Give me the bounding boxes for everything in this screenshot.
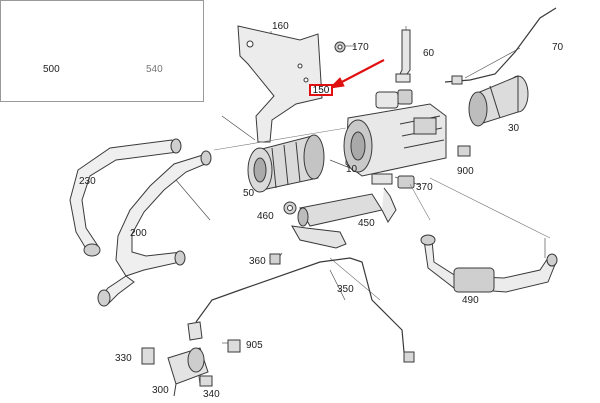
callout-370[interactable]: 370	[416, 182, 433, 193]
highlight-callout-150[interactable]: 150	[309, 84, 333, 96]
callout-60[interactable]: 60	[423, 48, 435, 59]
part-360-clip	[269, 253, 281, 265]
part-230-hose	[69, 138, 182, 257]
callout-330[interactable]: 330	[115, 353, 132, 364]
callout-900[interactable]: 900	[457, 166, 474, 177]
part-200-hose	[97, 150, 212, 307]
callout-70[interactable]: 70	[552, 42, 564, 53]
part-70-connector	[451, 75, 463, 85]
callout-50[interactable]: 50	[243, 188, 255, 199]
callout-450[interactable]: 450	[358, 218, 375, 229]
callout-30[interactable]: 30	[508, 123, 520, 134]
highlight-arrow	[328, 59, 385, 89]
part-170-bolt	[334, 41, 346, 53]
part-350-fuel-line	[195, 257, 411, 361]
inset-label-540: 540	[146, 64, 163, 75]
part-490-hose	[420, 234, 558, 293]
inset-label-500: 500	[43, 64, 60, 75]
part-60-pipe	[395, 29, 411, 83]
callout-340[interactable]: 340	[203, 389, 220, 400]
part-160-bracket	[237, 25, 323, 143]
parts-inset	[0, 0, 204, 102]
callout-160[interactable]: 160	[272, 21, 289, 32]
part-70-wire	[444, 7, 557, 83]
part-300-fuel-pump	[167, 321, 209, 397]
part-450-silencer	[291, 187, 397, 249]
callout-460[interactable]: 460	[257, 211, 274, 222]
reference-lines	[213, 127, 551, 301]
part-30-muffler	[468, 75, 529, 127]
part-905-connector	[227, 339, 241, 353]
callout-200[interactable]: 200	[130, 228, 147, 239]
callout-230[interactable]: 230	[79, 176, 96, 187]
callout-170[interactable]: 170	[352, 42, 369, 53]
callout-300[interactable]: 300	[152, 385, 169, 396]
part-900-clip	[457, 145, 471, 157]
callout-360[interactable]: 360	[249, 256, 266, 267]
part-460-grommet	[283, 201, 297, 215]
part-50-filter	[247, 134, 325, 193]
part-10-heater	[343, 89, 447, 177]
part-350-end-fitting	[403, 351, 415, 363]
callout-10[interactable]: 10	[346, 164, 358, 175]
part-340-clamp	[199, 375, 213, 387]
part-370-clamp	[371, 173, 415, 189]
callout-905[interactable]: 905	[246, 340, 263, 351]
callout-350[interactable]: 350	[337, 284, 354, 295]
part-330-bracket	[141, 347, 155, 365]
callout-490[interactable]: 490	[462, 295, 479, 306]
